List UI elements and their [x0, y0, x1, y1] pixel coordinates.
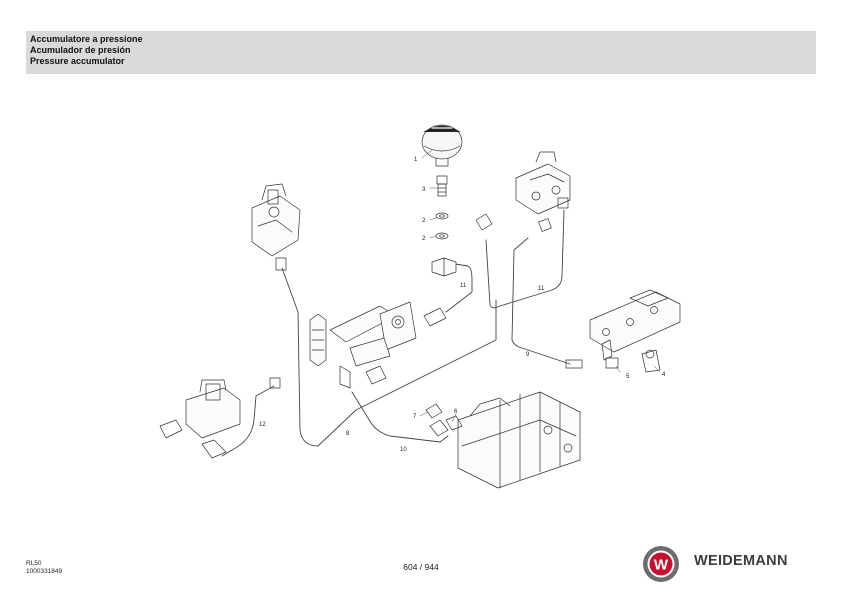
title-spanish: Acumulador de presión: [30, 45, 131, 55]
callout-labels: 1 2 2 3 4 5 6 7 8 9 10 11 11 12: [259, 157, 666, 453]
callout-3: 3: [422, 187, 426, 193]
hose-11-right: [485, 209, 565, 309]
callout-1: 1: [414, 157, 418, 163]
hose-9: [511, 237, 571, 365]
page-number: 604 / 944: [403, 562, 439, 572]
callout-5: 5: [626, 374, 630, 380]
valve-block-top-right: [515, 151, 571, 232]
callout-4: 4: [662, 372, 666, 378]
hose-12: [221, 385, 275, 457]
callout-6: 6: [454, 409, 458, 415]
valve-top-left: [251, 183, 301, 271]
callout-2a: 2: [422, 218, 426, 224]
solenoid-valve: [159, 377, 281, 459]
adapter-3: [436, 175, 448, 197]
callout-11a: 11: [460, 283, 467, 289]
brand-name: WEIDEMANN: [694, 553, 788, 569]
callout-10: 10: [400, 447, 407, 453]
distribution-rail: [565, 289, 681, 373]
manifold-fittings: [309, 213, 493, 389]
pressure-accumulator: [421, 124, 463, 167]
elbow-fitting-top: [431, 257, 457, 277]
hose-11-left: [445, 263, 473, 313]
model-code: RL50: [26, 560, 42, 567]
callout-7: 7: [413, 414, 417, 420]
callout-8: 8: [346, 431, 350, 437]
title-english: Pressure accumulator: [30, 56, 125, 66]
document-number: 1000331849: [26, 567, 63, 575]
callout-9: 9: [526, 352, 530, 358]
footer-identifiers: RL50 1000331849: [26, 560, 62, 575]
callout-2b: 2: [422, 236, 426, 242]
header-bar: Accumulatore a pressione Acumulador de p…: [26, 31, 816, 74]
callout-11b: 11: [538, 286, 545, 292]
seal-rings-2: [435, 212, 449, 240]
title-italian: Accumulatore a pressione: [30, 34, 143, 44]
hose-10: [351, 391, 449, 443]
leader-lines: [419, 149, 661, 423]
hose-8: [281, 267, 497, 447]
control-valve-block: [425, 391, 581, 489]
hoses: [221, 209, 571, 457]
callout-12: 12: [259, 422, 266, 428]
weidemann-logo-icon: W: [643, 546, 679, 582]
svg-text:W: W: [654, 557, 669, 574]
